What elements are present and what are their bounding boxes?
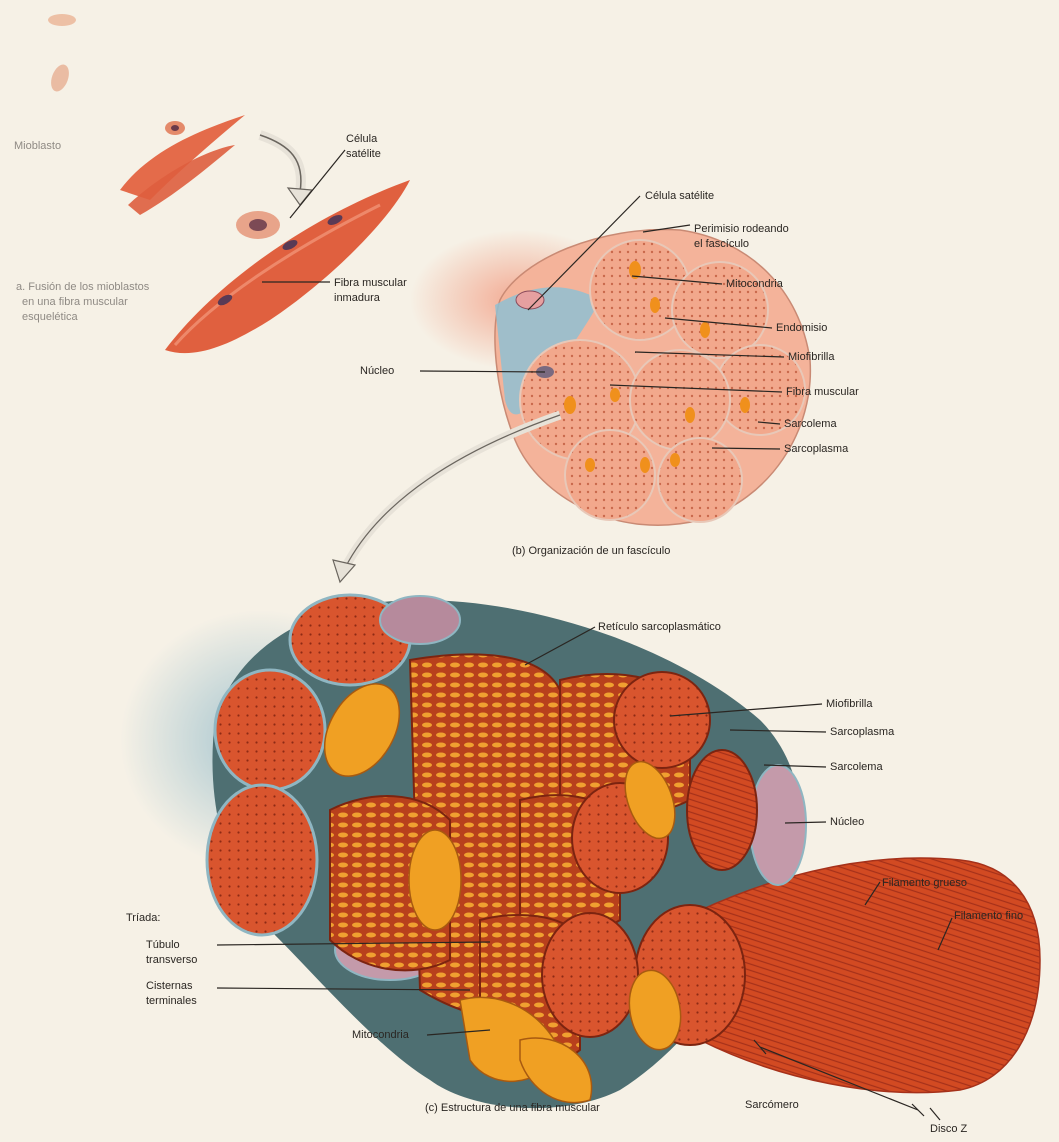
label-sarcoplasma-b: Sarcoplasma bbox=[784, 442, 848, 456]
label-reticulo: Retículo sarcoplasmático bbox=[598, 620, 721, 634]
fusion-arrow-head bbox=[288, 188, 312, 205]
label-tubulo-line2: transverso bbox=[146, 953, 197, 967]
label-fibra-inmadura-line1: Fibra muscular bbox=[334, 276, 407, 290]
label-fusion-line1: a. Fusión de los mioblastos bbox=[16, 280, 149, 294]
label-fibra-inmadura-line2: inmadura bbox=[334, 291, 380, 305]
label-celula-satelite-a-line2: satélite bbox=[346, 147, 381, 161]
caption-b: (b) Organización de un fascículo bbox=[512, 544, 670, 558]
label-cisternas-line1: Cisternas bbox=[146, 979, 192, 993]
label-sarcoplasma-c: Sarcoplasma bbox=[830, 725, 894, 739]
label-celula-satelite-a-line1: Célula bbox=[346, 132, 377, 146]
label-filamento-fino: Filamento fino bbox=[954, 909, 1023, 923]
label-disco-z: Disco Z bbox=[930, 1122, 967, 1136]
label-filamento-grueso: Filamento grueso bbox=[882, 876, 967, 890]
label-mioblasto: Mioblasto bbox=[14, 139, 61, 153]
fascicle-art bbox=[495, 230, 810, 526]
label-nucleo-c: Núcleo bbox=[830, 815, 864, 829]
caption-c: (c) Estructura de una fibra muscular bbox=[425, 1101, 600, 1115]
label-sarcolema-b: Sarcolema bbox=[784, 417, 837, 431]
label-endomisio: Endomisio bbox=[776, 321, 827, 335]
label-miofibrilla-b: Miofibrilla bbox=[788, 350, 834, 364]
label-perimisio-line1: Perimisio rodeando bbox=[694, 222, 789, 236]
myoblasts-art bbox=[48, 14, 245, 215]
label-fusion-line2: en una fibra muscular bbox=[22, 295, 128, 309]
label-triada: Tríada: bbox=[126, 911, 160, 925]
label-sarcolema-c: Sarcolema bbox=[830, 760, 883, 774]
label-sarcomero: Sarcómero bbox=[745, 1098, 799, 1112]
label-tubulo-line1: Túbulo bbox=[146, 938, 180, 952]
label-miofibrilla-c: Miofibrilla bbox=[826, 697, 872, 711]
label-mitocondria-c: Mitocondria bbox=[352, 1028, 409, 1042]
label-fibra-muscular-b: Fibra muscular bbox=[786, 385, 859, 399]
label-nucleo-b: Núcleo bbox=[360, 364, 394, 378]
muscle-fiber-art bbox=[207, 595, 1040, 1108]
label-cisternas-line2: terminales bbox=[146, 994, 197, 1008]
label-celula-satelite-b: Célula satélite bbox=[645, 189, 714, 203]
label-mitocondria-b: Mitocondria bbox=[726, 277, 783, 291]
label-fusion-line3: esquelética bbox=[22, 310, 78, 324]
immature-fiber-art bbox=[165, 180, 410, 353]
label-perimisio-line2: el fascículo bbox=[694, 237, 749, 251]
